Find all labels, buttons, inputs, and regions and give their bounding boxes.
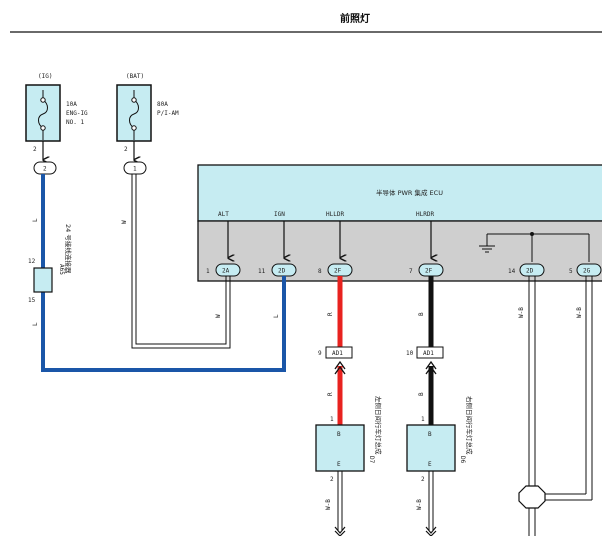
ground-junction bbox=[518, 485, 546, 509]
svg-text:AD1: AD1 bbox=[332, 350, 343, 357]
svg-text:15: 15 bbox=[28, 297, 36, 304]
page-title: 前照灯 bbox=[340, 12, 370, 25]
lamp-left-name: 左侧日间行车灯总成 bbox=[374, 396, 383, 455]
fuse-ig-number: NO. 1 bbox=[66, 119, 84, 126]
ecu-term-label-hlldr: HLLDR bbox=[326, 211, 344, 218]
svg-text:E: E bbox=[428, 461, 432, 468]
svg-text:1: 1 bbox=[421, 416, 425, 423]
svg-text:W-B: W-B bbox=[576, 307, 583, 318]
fuse-bat-name: P/I-AM bbox=[157, 110, 179, 117]
svg-text:14: 14 bbox=[508, 268, 516, 275]
fuse-ig-source: (IG) bbox=[38, 73, 52, 80]
fuse-ig: (IG) 10A ENG-IG NO. 1 2 2 bbox=[25, 73, 88, 175]
lamp-left-id: D7 bbox=[368, 456, 375, 464]
wire-ground: W-B W-B bbox=[518, 276, 593, 536]
wire-ig-color-top: L bbox=[32, 218, 39, 222]
svg-text:1: 1 bbox=[330, 416, 334, 423]
svg-text:9: 9 bbox=[318, 350, 322, 357]
lamp-right: B E D6 右侧日间行车灯总成 2 W-B bbox=[406, 396, 474, 536]
wire-ig: L L L bbox=[32, 174, 286, 372]
ecu-conn-2g bbox=[576, 263, 602, 277]
svg-text:AD1: AD1 bbox=[423, 350, 434, 357]
ecu: 半导体 PWR 集成 ECU ALT IGN HLLDR HLRDR 1 2A … bbox=[197, 164, 602, 282]
ground-icon bbox=[479, 234, 495, 253]
svg-text:1: 1 bbox=[133, 166, 137, 173]
svg-text:2: 2 bbox=[330, 476, 334, 483]
fuse-bat-pin: 2 bbox=[124, 146, 128, 153]
svg-text:2D: 2D bbox=[278, 268, 286, 275]
ecu-name: 半导体 PWR 集成 ECU bbox=[376, 188, 443, 197]
svg-text:W-B: W-B bbox=[416, 499, 423, 510]
svg-text:8: 8 bbox=[318, 268, 322, 275]
lamp-left: B E D7 左侧日间行车灯总成 2 W-B bbox=[315, 396, 383, 536]
fuse-ig-pin: 2 bbox=[33, 146, 37, 153]
fuse-bat-rating: 80A bbox=[157, 101, 168, 108]
fuse-ig-name: ENG-IG bbox=[66, 110, 88, 117]
wire-right: B B 10 AD1 1 bbox=[406, 276, 444, 425]
junction-connector: 12 15 A65 24 号接线连接器 bbox=[28, 224, 73, 304]
wire-ign-color: L bbox=[273, 314, 280, 318]
fuse-bat-symbol bbox=[129, 90, 139, 140]
svg-text:W-B: W-B bbox=[325, 499, 332, 510]
svg-text:2A: 2A bbox=[222, 268, 230, 275]
svg-text:2G: 2G bbox=[583, 268, 591, 275]
junction-id: A65 bbox=[58, 264, 65, 275]
ecu-upper bbox=[197, 164, 602, 222]
inline-conn-ad1-right bbox=[416, 346, 444, 359]
wire-left: R R 9 AD1 1 bbox=[318, 276, 353, 425]
svg-text:2F: 2F bbox=[334, 268, 342, 275]
svg-text:2D: 2D bbox=[526, 268, 534, 275]
wire-alt-color: W bbox=[215, 314, 222, 318]
ecu-conn-2d-ground bbox=[519, 263, 545, 277]
svg-text:B: B bbox=[418, 312, 425, 316]
wire-ig-color-bottom: L bbox=[32, 322, 39, 326]
svg-text:B: B bbox=[337, 431, 341, 438]
wire-bat-color: W bbox=[121, 220, 128, 224]
fuse-ig-rating: 10A bbox=[66, 101, 77, 108]
svg-text:12: 12 bbox=[28, 258, 36, 265]
inline-conn-ad1-left bbox=[325, 346, 353, 359]
fuse-bat-source: (BAT) bbox=[126, 73, 144, 80]
svg-text:R: R bbox=[327, 312, 334, 316]
lamp-right-name: 右侧日间行车灯总成 bbox=[465, 396, 474, 455]
svg-text:E: E bbox=[337, 461, 341, 468]
ecu-term-label-alt: ALT bbox=[218, 211, 229, 218]
svg-text:2F: 2F bbox=[425, 268, 433, 275]
lamp-right-id: D6 bbox=[459, 456, 466, 464]
svg-text:W-B: W-B bbox=[518, 307, 525, 318]
svg-text:R: R bbox=[327, 392, 334, 396]
svg-text:B: B bbox=[418, 392, 425, 396]
fuse-bat: (BAT) 80A P/I-AM 2 1 bbox=[116, 73, 179, 175]
svg-text:B: B bbox=[428, 431, 432, 438]
svg-text:10: 10 bbox=[406, 350, 414, 357]
ecu-term-label-hlrdr: HLRDR bbox=[416, 211, 434, 218]
fuse-bat-connector bbox=[123, 161, 147, 175]
svg-text:7: 7 bbox=[409, 268, 413, 275]
svg-text:5: 5 bbox=[569, 268, 573, 275]
junction-name: 24 号接线连接器 bbox=[64, 224, 73, 274]
ecu-conn-2a bbox=[215, 263, 241, 277]
svg-text:1: 1 bbox=[206, 268, 210, 275]
svg-text:11: 11 bbox=[258, 268, 266, 275]
ecu-term-label-ign: IGN bbox=[274, 211, 285, 218]
wire-bat: W W bbox=[121, 174, 231, 349]
fuse-ig-symbol bbox=[38, 90, 48, 140]
svg-text:2: 2 bbox=[43, 166, 47, 173]
svg-text:2: 2 bbox=[421, 476, 425, 483]
